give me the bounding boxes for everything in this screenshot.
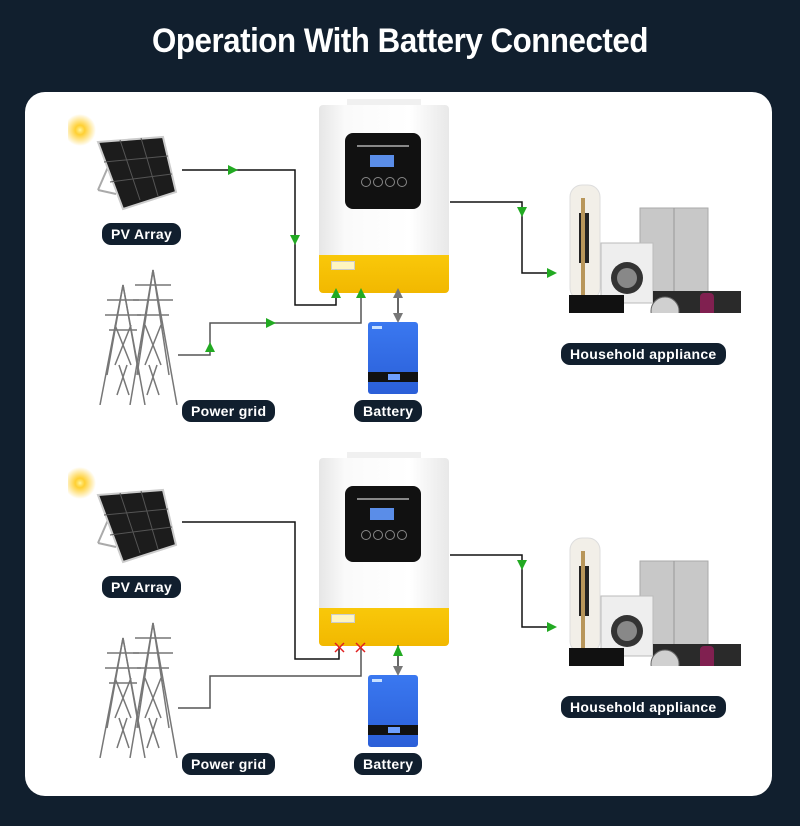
pv-array-label: PV Array [102,223,182,245]
inverter-button [373,530,383,540]
caution-sticker [331,614,355,623]
battery-label: Battery [354,400,423,422]
battery-unit [368,322,418,394]
power-grid-tower-icon [99,622,178,758]
inverter-button [397,530,407,540]
power-grid-tower-icon [99,269,178,405]
household-appliance-label: Household appliance [561,696,726,718]
pv-array-label: PV Array [102,576,182,598]
lcd-screen [370,508,394,520]
battery-label: Battery [354,753,423,775]
household-appliance-label: Household appliance [561,343,726,365]
inverter-button [385,530,395,540]
household-appliances-icon [569,184,741,313]
caution-sticker [331,261,355,270]
battery-unit [368,675,418,747]
inverter-display [345,133,421,209]
inverter-button [373,177,383,187]
hybrid-inverter [319,99,449,293]
household-appliances-icon [569,537,741,666]
solar-panel-icon [68,467,178,564]
solar-panel-icon [68,114,178,211]
inverter-button [385,177,395,187]
hybrid-inverter [319,452,449,646]
inverter-button [397,177,407,187]
page-title: Operation With Battery Connected [152,22,648,60]
inverter-display [345,486,421,562]
power-grid-label: Power grid [182,753,276,775]
inverter-button [361,177,371,187]
lcd-screen [370,155,394,167]
inverter-button [361,530,371,540]
power-grid-label: Power grid [182,400,276,422]
